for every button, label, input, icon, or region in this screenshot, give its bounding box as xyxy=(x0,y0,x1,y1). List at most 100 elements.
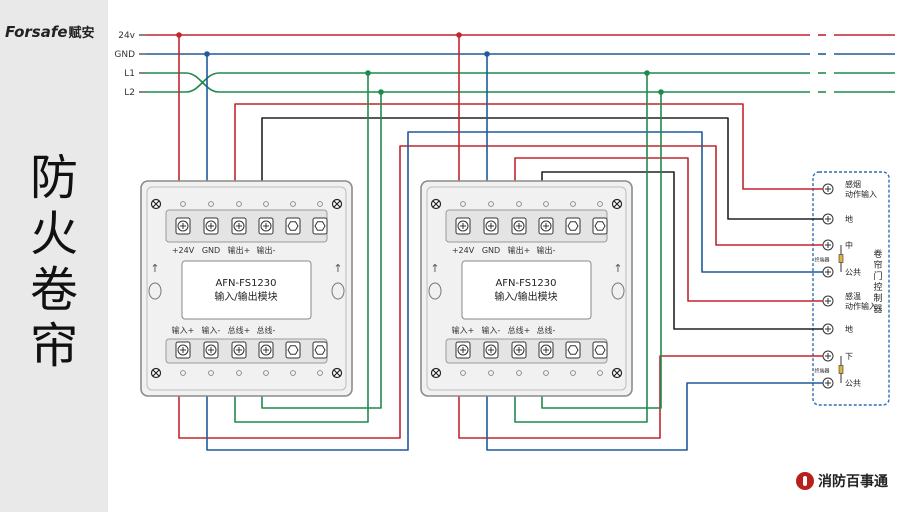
screw-cross-icon xyxy=(543,347,549,353)
indicator-dot xyxy=(317,201,323,207)
indicator-dot xyxy=(488,201,494,207)
screw-x-icon xyxy=(333,369,341,377)
indicator-dot xyxy=(543,370,549,376)
indicator-dot xyxy=(180,201,186,207)
hex-nut-icon xyxy=(287,345,299,355)
screw-x-icon xyxy=(613,200,621,208)
terminal-label-top: 输出+ xyxy=(228,245,251,255)
indicator-dot xyxy=(236,201,242,207)
controller-terminal xyxy=(822,295,834,307)
screw-x-icon xyxy=(432,369,440,377)
indicator-dot xyxy=(236,370,242,376)
controller-terminal-label: 感温 xyxy=(845,291,861,301)
indicator-dot xyxy=(460,370,466,376)
module-model: AFN-FS1230 xyxy=(215,278,276,289)
screw-cross-icon xyxy=(263,347,269,353)
module-label-window xyxy=(461,260,592,320)
screw-cross-icon xyxy=(825,269,831,275)
screw-cross-icon xyxy=(460,223,466,229)
screw-x-icon xyxy=(613,369,621,377)
module-model: AFN-FS1230 xyxy=(495,278,556,289)
hex-nut-icon xyxy=(567,221,579,231)
indicator-dot xyxy=(290,370,296,376)
wire-m1-in-plus xyxy=(178,145,823,439)
brand-logo: Forsafe赋安 xyxy=(5,22,95,41)
hex-nut-icon xyxy=(594,221,606,231)
up-arrow-icon: ↑ xyxy=(430,262,439,275)
controller-terminal-label: 感烟 xyxy=(845,179,861,189)
wire-m2-in-plus xyxy=(458,355,823,439)
controller-terminal-label: 地 xyxy=(845,324,853,334)
screw-cross-icon xyxy=(825,326,831,332)
indicator-dot xyxy=(263,201,269,207)
indicator-dot xyxy=(208,201,214,207)
terminal-label-top: +24V xyxy=(172,246,195,255)
controller-title-char: 器 xyxy=(873,304,882,315)
screw-cross-icon xyxy=(208,223,214,229)
module-description: 输入/输出模块 xyxy=(214,290,277,303)
up-arrow-icon: ↑ xyxy=(613,262,622,275)
screw-cross-icon xyxy=(825,380,831,386)
sidebar: Forsafe赋安 防 火 卷 帘 xyxy=(0,0,108,512)
mounting-slot xyxy=(611,282,625,300)
indicator-dot xyxy=(570,201,576,207)
fire-logo-icon xyxy=(796,472,814,490)
controller-terminal-label: 下 xyxy=(845,352,853,361)
controller-title-char: 卷 xyxy=(873,248,882,260)
controller-terminal-label: 公共 xyxy=(845,268,861,277)
terminal-label-bottom: 输入+ xyxy=(452,325,475,335)
bus-label: L1 xyxy=(124,69,135,79)
screw-cross-icon xyxy=(825,353,831,359)
terminator-note: 终端器 xyxy=(814,257,829,264)
controller-title-char: 制 xyxy=(873,292,882,304)
title-char: 防 xyxy=(29,150,78,206)
title-char: 火 xyxy=(29,206,78,262)
controller-terminal xyxy=(822,323,834,335)
indicator-dot xyxy=(290,201,296,207)
screw-x-icon xyxy=(333,200,341,208)
indicator-dot xyxy=(543,201,549,207)
controller-terminal-label: 动作输入 xyxy=(845,301,877,311)
terminal-label-top: GND xyxy=(202,246,220,255)
wire-m1-in-minus xyxy=(206,131,823,451)
terminal-label-bottom: 输入+ xyxy=(172,325,195,335)
brand-name: Forsafe xyxy=(5,23,68,41)
terminator-resistor-icon xyxy=(838,365,844,374)
controller-panel xyxy=(812,171,890,406)
footer-logo-text: 消防百事通 xyxy=(818,474,888,490)
hex-nut-icon xyxy=(594,345,606,355)
screw-cross-icon xyxy=(460,347,466,353)
wire-m2-out-plus xyxy=(514,157,823,302)
controller-terminal xyxy=(822,239,834,251)
terminator-note: 终端器 xyxy=(814,368,829,375)
bus-l2-crossover-line xyxy=(185,72,233,93)
indicator-dot xyxy=(516,201,522,207)
terminal-label-top: 输出- xyxy=(257,245,276,255)
up-arrow-icon: ↑ xyxy=(333,262,342,275)
hex-nut-icon xyxy=(314,345,326,355)
io-module xyxy=(140,180,353,397)
junction-dot xyxy=(378,89,384,95)
screw-cross-icon xyxy=(516,223,522,229)
terminal-label-bottom: 总线- xyxy=(537,325,556,335)
screw-x-icon xyxy=(152,369,160,377)
up-arrow-icon: ↑ xyxy=(150,262,159,275)
controller-title-char: 门 xyxy=(873,270,882,282)
module-inner-frame xyxy=(426,186,627,391)
hex-nut-icon xyxy=(567,345,579,355)
controller-terminal-label: 中 xyxy=(845,240,853,250)
terminal-label-bottom: 总线- xyxy=(257,325,276,335)
controller-title-char: 控 xyxy=(873,281,882,293)
terminal-label-bottom: 总线+ xyxy=(508,325,531,335)
controller-terminal xyxy=(822,377,834,389)
screw-cross-icon xyxy=(236,223,242,229)
screw-cross-icon xyxy=(825,298,831,304)
terminal-label-bottom: 输入- xyxy=(482,325,501,335)
title-char: 卷 xyxy=(29,262,78,318)
bus-label: 24v xyxy=(118,31,135,41)
controller-terminal xyxy=(822,350,834,362)
indicator-dot xyxy=(208,370,214,376)
wire-m2-in-minus xyxy=(486,382,823,451)
bus-label: L2 xyxy=(124,88,135,98)
controller-title-char: 帘 xyxy=(873,259,882,271)
